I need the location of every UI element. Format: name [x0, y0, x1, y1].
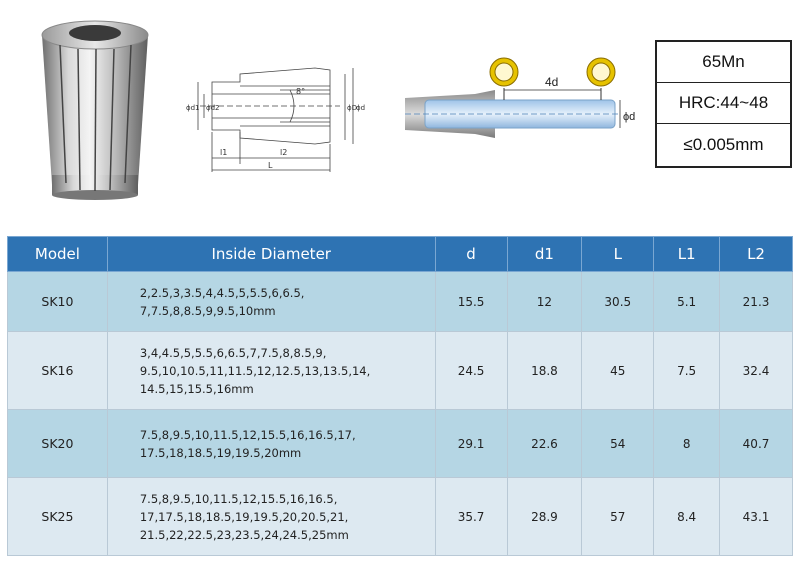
d-cell: 15.5 — [434, 271, 508, 332]
collet-drawing: 8° ϕd1 ϕd2 ϕD ϕd l1 l2 L — [186, 67, 365, 172]
inside-diameter-cell: 7.5,8,9.5,10,11.5,12,15.5,16,16.5, 17,17… — [106, 477, 436, 556]
L2-cell: 40.7 — [719, 409, 793, 478]
model-cell: SK20 — [7, 409, 108, 478]
L-cell: 57 — [581, 477, 655, 556]
d-cell: 29.1 — [434, 409, 508, 478]
d1-cell: 22.6 — [506, 409, 583, 478]
L1-cell: 8.4 — [653, 477, 721, 556]
dim-d-label: ϕd — [356, 104, 365, 112]
runout-dim-label: ϕd — [623, 111, 635, 123]
inside-diameter-cell: 7.5,8,9.5,10,11.5,12,15.5,16,16.5,17, 17… — [106, 409, 436, 478]
dim-l1-label: l1 — [220, 148, 227, 157]
d1-cell: 18.8 — [506, 331, 583, 410]
header-d: d — [434, 236, 508, 272]
header-d1: d1 — [506, 236, 583, 272]
dim-d1-label: ϕd1 — [186, 104, 200, 112]
table-row: SK25 7.5,8,9.5,10,11.5,12,15.5,16,16.5, … — [7, 477, 793, 556]
L2-cell: 43.1 — [719, 477, 793, 556]
hardness-spec: HRC:44~48 — [657, 83, 790, 124]
runout-span-label: 4d — [545, 75, 558, 89]
d-cell: 35.7 — [434, 477, 508, 556]
dim-L-label: L — [268, 161, 273, 170]
collet-photo — [41, 20, 149, 200]
inside-diameter-cell: 2,2.5,3,3.5,4,4.5,5,5.5,6,6.5, 7,7.5,8,8… — [106, 271, 436, 332]
table-header-row: Model Inside Diameter d d1 L L1 L2 — [7, 236, 793, 272]
model-cell: SK25 — [7, 477, 108, 556]
L2-cell: 21.3 — [719, 271, 793, 332]
L-cell: 54 — [581, 409, 655, 478]
L1-cell: 5.1 — [653, 271, 721, 332]
accuracy-spec: ≤0.005mm — [683, 134, 764, 154]
model-cell: SK10 — [7, 271, 108, 332]
d1-cell: 28.9 — [506, 477, 583, 556]
L1-cell: 8 — [653, 409, 721, 478]
L2-cell: 32.4 — [719, 331, 793, 410]
material-spec: 65Mn — [657, 42, 790, 83]
dim-D-label: ϕD — [347, 104, 357, 112]
table-row: SK16 3,4,4.5,5,5.5,6,6.5,7,7.5,8,8.5,9, … — [7, 331, 793, 410]
header-L1: L1 — [653, 236, 721, 272]
header-L2: L2 — [719, 236, 793, 272]
model-cell: SK16 — [7, 331, 108, 410]
header-L: L — [581, 236, 655, 272]
collet-spec-table: Model Inside Diameter d d1 L L1 L2 SK10 … — [7, 236, 793, 556]
table-row: SK10 2,2.5,3,3.5,4,4.5,5,5.5,6,6.5, 7,7.… — [7, 271, 793, 332]
L-cell: 30.5 — [581, 271, 655, 332]
header-inside-diameter: Inside Diameter — [106, 236, 436, 272]
L1-cell: 7.5 — [653, 331, 721, 410]
dim-l2-label: l2 — [280, 148, 287, 157]
angle-label: 8° — [296, 87, 305, 96]
runout-diagram: 4d ϕd — [405, 57, 635, 138]
inside-diameter-cell: 3,4,4.5,5,5.5,6,6.5,7,7.5,8,8.5,9, 9.5,1… — [106, 331, 436, 410]
d-cell: 24.5 — [434, 331, 508, 410]
header-model: Model — [7, 236, 108, 272]
table-row: SK20 7.5,8,9.5,10,11.5,12,15.5,16,16.5,1… — [7, 409, 793, 478]
spec-box: 65Mn HRC:44~48 ≤0.005mm — [655, 40, 792, 168]
d1-cell: 12 — [506, 271, 583, 332]
dim-d2-label: ϕd2 — [206, 104, 220, 112]
L-cell: 45 — [581, 331, 655, 410]
